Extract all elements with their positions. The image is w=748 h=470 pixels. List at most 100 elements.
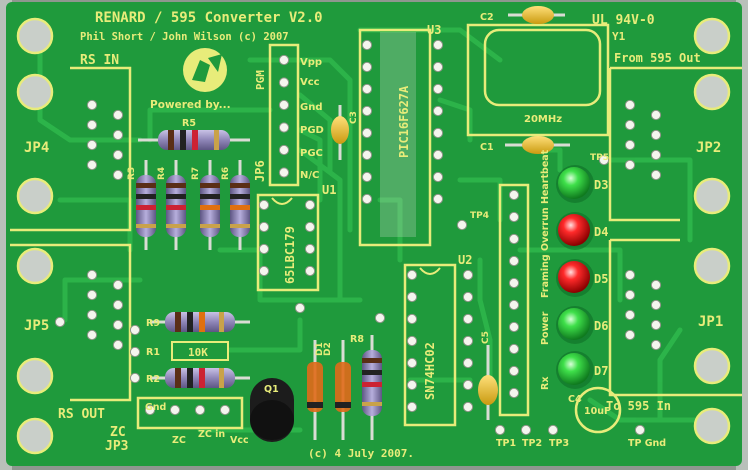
pad (144, 404, 156, 416)
pad (304, 243, 316, 255)
zc-pin-vcc: Vcc (230, 435, 249, 446)
pad (432, 39, 444, 51)
resistor-r5 (138, 130, 250, 150)
led-function-label: Framing (540, 254, 551, 298)
board-title: RENARD / 595 Converter V2.0 (95, 10, 323, 26)
pad (650, 149, 662, 161)
resistor-r3 (136, 160, 156, 250)
pad (432, 61, 444, 73)
tp3-label: TP3 (549, 438, 569, 449)
led-d7 (556, 351, 594, 389)
jp6-label: JP6 (253, 160, 267, 182)
led-d5 (556, 259, 594, 297)
zc-pin-zc: ZC (172, 435, 186, 446)
crystal-ref: Y1 (612, 30, 626, 43)
led-ref: D3 (594, 178, 608, 192)
pad (456, 219, 468, 231)
capacitor-c4 (574, 386, 622, 434)
led-ref: D5 (594, 272, 608, 286)
pad (361, 127, 373, 139)
pad (462, 379, 474, 391)
ref-r9: R9 (146, 318, 160, 329)
jp1-label: JP1 (698, 314, 723, 330)
pad (624, 139, 636, 151)
pad (112, 169, 124, 181)
zc-pin-gnd: Gnd (145, 402, 166, 413)
pad (361, 83, 373, 95)
led-function-label: Rx (540, 377, 551, 390)
led-function-label: Overrun (540, 207, 551, 251)
pad (432, 127, 444, 139)
ref-q1: Q1 (264, 384, 279, 395)
pad (624, 119, 636, 131)
pad (508, 211, 520, 223)
resistor-r9 (150, 312, 250, 332)
resistor-r2 (150, 368, 250, 388)
u3-part: PIC16F627A (397, 85, 411, 158)
diode-d2 (335, 340, 351, 440)
pad (361, 149, 373, 161)
pad (406, 379, 418, 391)
pad (520, 424, 532, 436)
pad (650, 109, 662, 121)
led-function-label: Heartbeat (540, 149, 551, 204)
jp3-label: JP3 (105, 439, 128, 454)
ref-c5: C5 (481, 331, 491, 344)
pad (86, 159, 98, 171)
led-function-label: Power (540, 311, 551, 345)
pad (112, 129, 124, 141)
pad (624, 309, 636, 321)
pad (508, 321, 520, 333)
led-d3 (556, 165, 594, 203)
jp5-label: JP5 (24, 318, 49, 334)
led-d6 (556, 306, 594, 344)
pad (278, 54, 290, 66)
pad (508, 343, 520, 355)
pgm-label: PGM (254, 70, 267, 90)
ref-c2: C2 (480, 12, 494, 23)
ref-c1: C1 (480, 142, 494, 153)
diode-d1 (307, 340, 323, 440)
ref-c3: C3 (349, 111, 359, 124)
capacitor-c2 (508, 6, 565, 24)
ref-r1: R1 (146, 347, 160, 358)
pad (462, 291, 474, 303)
zc-label: ZC (110, 425, 126, 440)
pad (219, 404, 231, 416)
pad (432, 83, 444, 95)
pad (294, 302, 306, 314)
tp2-label: TP2 (522, 438, 542, 449)
pad (432, 149, 444, 161)
pad (624, 329, 636, 341)
pad (361, 193, 373, 205)
ref-r8: R8 (350, 334, 364, 345)
pad (86, 269, 98, 281)
jp4-label: JP4 (24, 140, 49, 156)
pad (258, 199, 270, 211)
pad (650, 319, 662, 331)
pgm-pin-nc: N/C (300, 170, 319, 181)
pad (86, 139, 98, 151)
pad (508, 365, 520, 377)
pad (508, 255, 520, 267)
resistor-r1 (171, 341, 229, 361)
pad (112, 109, 124, 121)
from-595-label: From 595 Out (614, 51, 701, 65)
pad (462, 401, 474, 413)
pad (406, 313, 418, 325)
pad (278, 122, 290, 133)
pgm-pin-pgd: PGD (300, 125, 324, 136)
pad (406, 335, 418, 347)
pad (169, 404, 181, 416)
pad (406, 357, 418, 369)
resistor-r8 (362, 335, 382, 440)
pgm-pin-vpp: Vpp (300, 57, 322, 68)
led-d4 (556, 212, 594, 250)
pad (634, 424, 646, 436)
capacitor-c5 (478, 345, 498, 420)
pad (406, 291, 418, 303)
ref-r6: R6 (221, 167, 231, 180)
jp2-label: JP2 (696, 140, 721, 156)
pad (278, 167, 290, 178)
pad (374, 312, 386, 324)
